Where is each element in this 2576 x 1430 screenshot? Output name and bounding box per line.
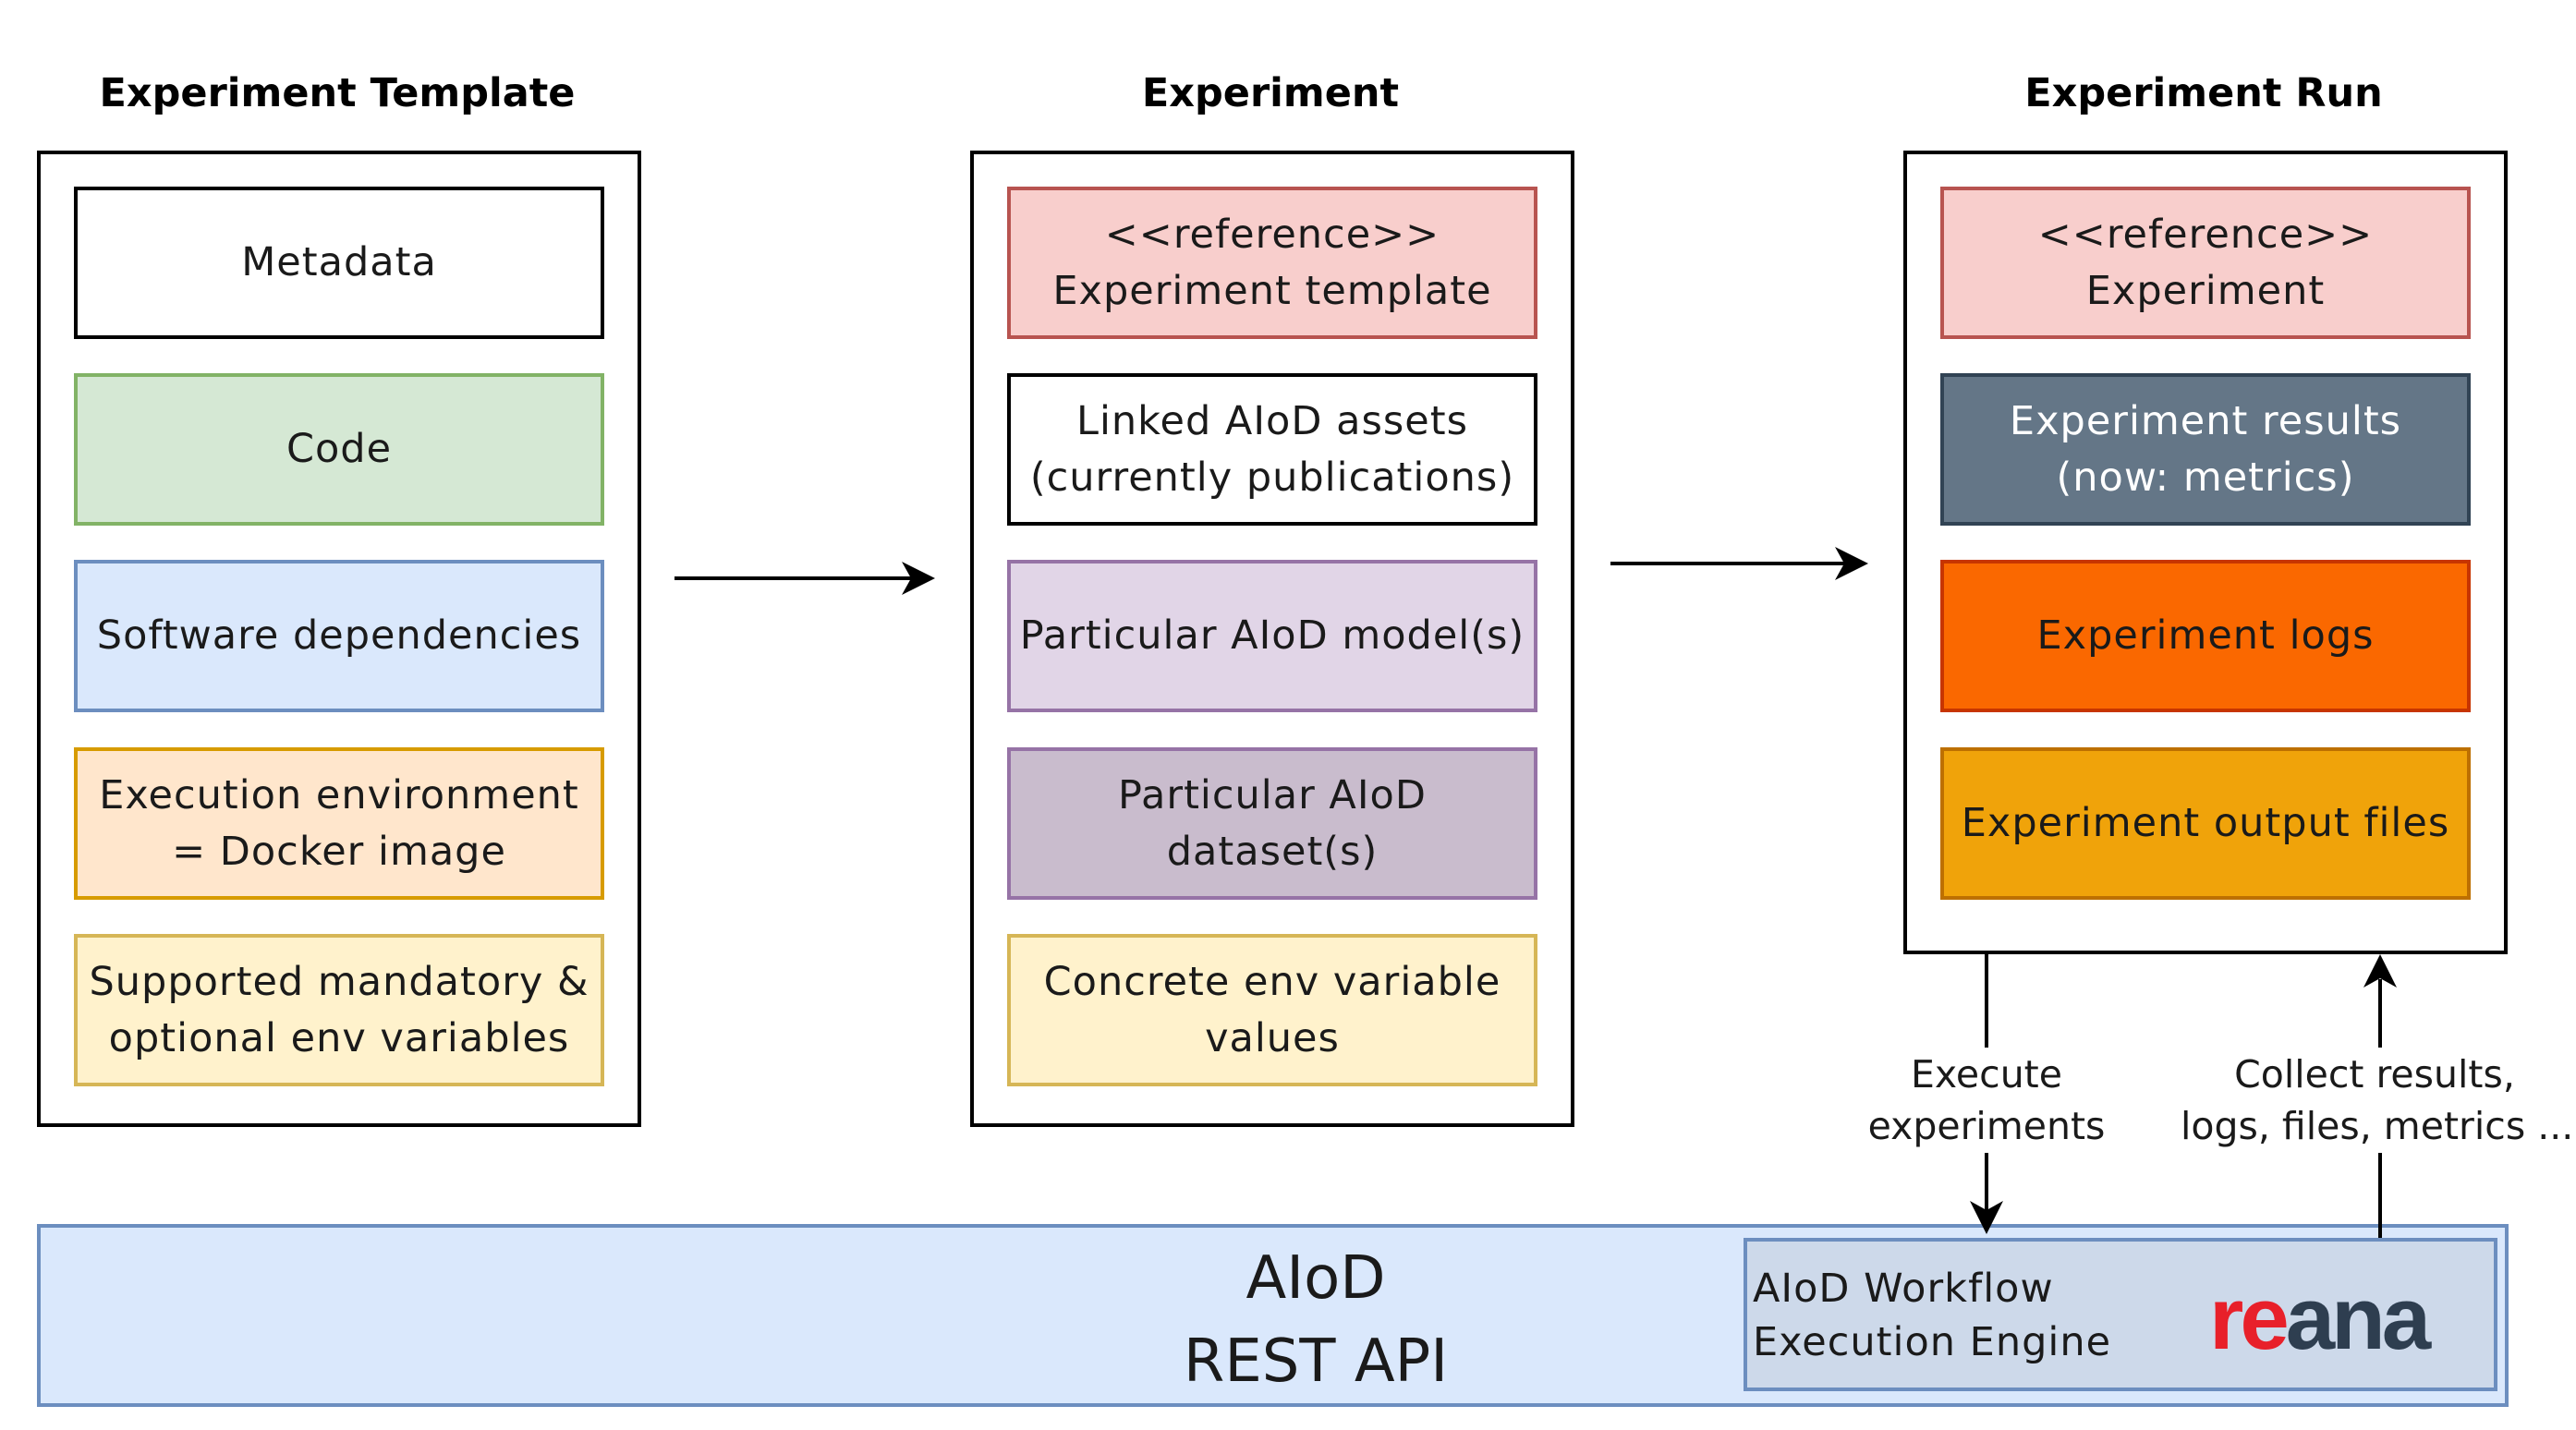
collect-label-line1: Collect results, <box>2218 1048 2532 1101</box>
env-variable-values-box: Concrete env variable values <box>1007 934 1537 1086</box>
arrow-template-to-experiment <box>674 562 935 595</box>
execute-label-line1: Execute <box>1885 1048 2088 1101</box>
metadata-box: Metadata <box>74 187 604 339</box>
model-box: Particular AIoD model(s) <box>1007 560 1537 712</box>
experiment-template-title: Experiment Template <box>99 70 576 116</box>
experiment-output-files-box: Experiment output files <box>1940 747 2471 900</box>
svg-text:reana reana: reana reana <box>2209 1275 2432 1367</box>
reference-experiment-box: <<reference>> Experiment <box>1940 187 2471 339</box>
env-variables-box: Supported mandatory & optional env varia… <box>74 934 604 1086</box>
engine-label-line2: Execution Engine <box>1753 1319 2112 1365</box>
arrow-experiment-to-run <box>1610 547 1868 580</box>
software-dependencies-box: Software dependencies <box>74 560 604 712</box>
experiment-logs-box: Experiment logs <box>1940 560 2471 712</box>
api-title-line1: AIoD <box>1245 1244 1386 1313</box>
execute-label-line2: experiments <box>1857 1099 2116 1153</box>
reana-logo: reana reana <box>2209 1275 2436 1367</box>
experiment-title: Experiment <box>1141 70 1400 116</box>
collect-label-line2: logs, files, metrics ... <box>2181 1099 2573 1153</box>
dataset-box: Particular AIoD dataset(s) <box>1007 747 1537 900</box>
experiment-run-title: Experiment Run <box>2024 70 2383 116</box>
reference-experiment-template-box: <<reference>> Experiment template <box>1007 187 1537 339</box>
experiment-results-box: Experiment results (now: metrics) <box>1940 373 2471 526</box>
execution-environment-box: Execution environment = Docker image <box>74 747 604 900</box>
engine-label-line1: AIoD Workflow <box>1753 1266 2054 1312</box>
code-box: Code <box>74 373 604 526</box>
api-title-line2: REST API <box>1183 1327 1449 1396</box>
workflow-engine-box: AIoD Workflow Execution Engine reana rea… <box>1744 1238 2497 1391</box>
linked-assets-box: Linked AIoD assets (currently publicatio… <box>1007 373 1537 526</box>
